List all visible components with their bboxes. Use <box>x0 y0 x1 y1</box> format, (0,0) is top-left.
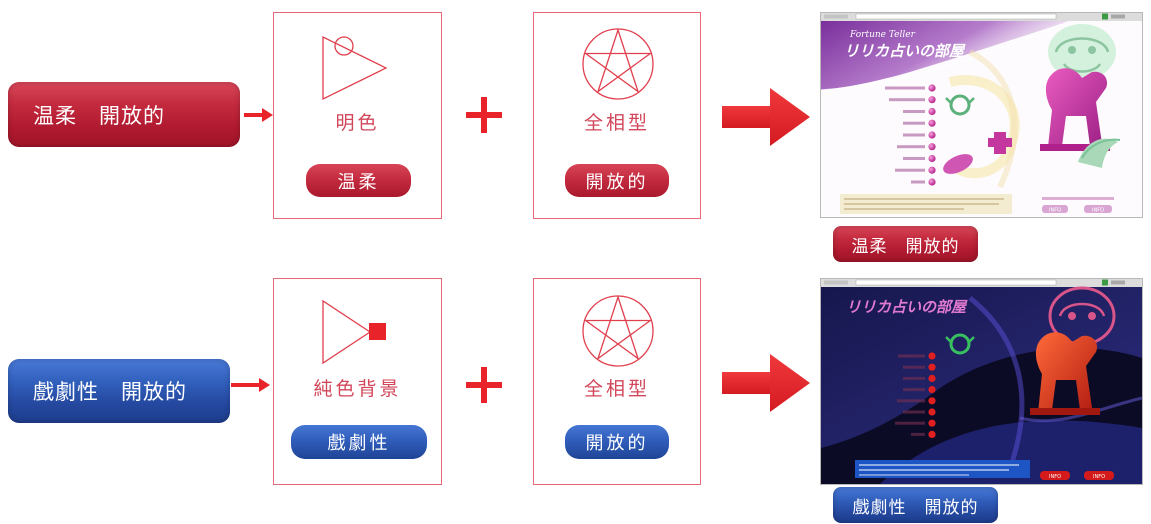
attribute-box-bright-color: 明色 温柔 <box>273 12 442 219</box>
big-arrow-icon <box>722 354 810 412</box>
site-title: リリカ占いの部屋 <box>844 42 966 60</box>
attribute-box-full-phase: 全相型 開放的 <box>533 278 701 485</box>
sphinx-figure-icon <box>1040 68 1110 151</box>
attribute-box-full-phase: 全相型 開放的 <box>533 12 701 219</box>
browser-toolbar <box>821 279 1142 287</box>
attribute-pill: 開放的 <box>565 425 669 459</box>
site-title: リリカ占いの部屋 <box>846 298 968 316</box>
attribute-box-solid-background: 純色背景 戲劇性 <box>273 278 442 485</box>
side-menu <box>885 84 936 186</box>
attribute-pill: 温柔 <box>306 164 411 197</box>
triangle-circle-icon <box>322 35 388 101</box>
attribute-caption: 明色 <box>335 112 380 134</box>
info-button-label: INFO <box>1049 474 1061 480</box>
triangle-square-icon <box>322 299 386 365</box>
website-screenshot-light: Fortune Teller リリカ占いの部屋 <box>820 12 1143 218</box>
attribute-caption: 純色背景 <box>313 378 402 400</box>
green-wreath-icon <box>945 333 975 355</box>
attribute-caption: 全相型 <box>583 112 650 134</box>
plus-bar-vertical <box>481 97 487 133</box>
site-subtitle: Fortune Teller <box>849 30 916 40</box>
star-in-circle-icon <box>582 27 654 100</box>
small-arrow-icon <box>231 378 270 392</box>
result-label-gentle-open: 温柔 開放的 <box>833 226 978 262</box>
info-button-label: INFO <box>1092 207 1104 213</box>
info-button-label: INFO <box>1049 207 1061 213</box>
green-ornament-icon <box>1048 24 1116 80</box>
info-button <box>1084 205 1112 213</box>
decorative-swirl <box>968 49 1018 189</box>
intent-label-dramatic-open: 戲劇性 開放的 <box>8 359 230 423</box>
result-label-dramatic-open: 戲劇性 開放的 <box>833 487 998 523</box>
sphinx-figure-icon <box>1030 332 1100 415</box>
info-button <box>1084 471 1114 480</box>
intent-label-gentle-open: 温柔 開放的 <box>8 82 240 147</box>
attribute-pill: 戲劇性 <box>291 425 427 459</box>
footer-info-strip <box>855 460 1030 478</box>
info-button-label: INFO <box>1093 474 1105 480</box>
small-arrow-icon <box>244 108 273 122</box>
side-menu <box>895 352 936 438</box>
plus-bar-vertical <box>481 367 487 403</box>
website-screenshot-dark: リリカ占いの部屋 <box>820 278 1143 485</box>
footer-info-strip <box>840 194 1114 214</box>
green-wreath-icon <box>945 94 975 116</box>
magenta-cross-icon <box>988 132 1012 154</box>
plus-icon <box>466 367 502 403</box>
attribute-pill: 開放的 <box>565 164 669 197</box>
star-in-circle-icon <box>582 294 654 367</box>
big-arrow-icon <box>722 88 810 146</box>
plus-icon <box>466 97 502 133</box>
green-bird-icon <box>1078 138 1121 168</box>
attribute-caption: 全相型 <box>583 378 650 400</box>
info-button <box>1042 205 1068 213</box>
pink-fish-icon <box>943 154 973 174</box>
browser-toolbar <box>821 13 1142 21</box>
info-button <box>1040 471 1070 480</box>
